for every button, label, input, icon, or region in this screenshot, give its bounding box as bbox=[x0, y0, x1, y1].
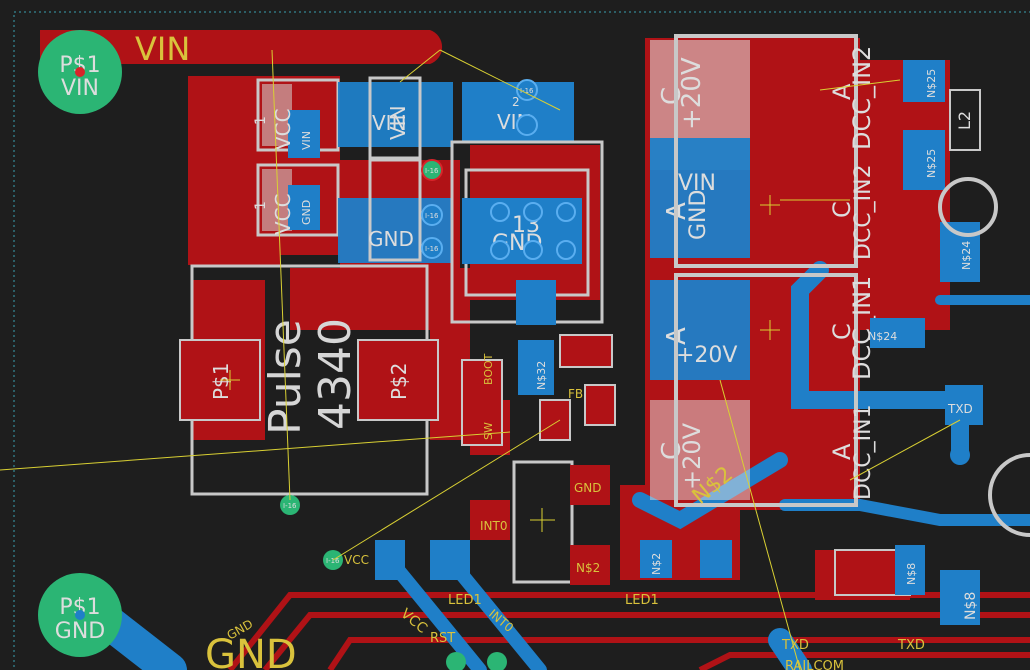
capacitor-left-2[interactable]: 1 VCC GND bbox=[253, 163, 340, 237]
component-fb[interactable]: FB bbox=[539, 334, 616, 441]
vias bbox=[280, 79, 970, 670]
regulator-ic[interactable]: 13 GND bbox=[450, 140, 604, 325]
gnd-net-label: GND bbox=[205, 632, 297, 670]
svg-text:GND: GND bbox=[368, 227, 414, 251]
component-vcc[interactable]: VCC bbox=[344, 540, 470, 580]
svg-text:GND: GND bbox=[686, 190, 711, 240]
svg-text:C: C bbox=[657, 87, 687, 105]
svg-text:N$8: N$8 bbox=[963, 592, 979, 620]
pad-p1-gnd[interactable]: P$1 GND bbox=[38, 573, 122, 657]
svg-text:VIN: VIN bbox=[300, 131, 313, 150]
origin-markers bbox=[220, 195, 780, 532]
svg-text:A: A bbox=[828, 83, 856, 100]
signal-labels: LED1 LED1 INT0 VCC RST TXD TXD RAILCOM G… bbox=[225, 593, 925, 670]
svg-text:LED1: LED1 bbox=[448, 593, 482, 608]
component-n24[interactable]: N$24 N$24 bbox=[868, 222, 980, 348]
board-outline bbox=[13, 11, 1030, 670]
copper-pour-left-2 bbox=[290, 268, 510, 455]
svg-text:+20V: +20V bbox=[678, 422, 706, 490]
svg-text:TXD: TXD bbox=[897, 638, 925, 653]
svg-text:C: C bbox=[657, 442, 687, 460]
svg-text:GND: GND bbox=[574, 481, 602, 495]
copper-pour-right-2 bbox=[860, 60, 950, 330]
right-round-component bbox=[938, 177, 1030, 537]
svg-text:LED1: LED1 bbox=[625, 593, 659, 608]
svg-text:I-16: I-16 bbox=[326, 557, 340, 565]
svg-text:GND: GND bbox=[300, 200, 313, 225]
svg-text:1: 1 bbox=[253, 116, 269, 125]
inductor-value: 4340 bbox=[310, 318, 361, 430]
component-led[interactable]: N$8 bbox=[834, 545, 925, 596]
svg-text:1: 1 bbox=[253, 201, 269, 210]
svg-text:VCC: VCC bbox=[271, 193, 295, 235]
svg-text:VCC: VCC bbox=[344, 553, 369, 567]
pad-p1-vin-net: VIN bbox=[61, 76, 99, 101]
svg-text:I-16: I-16 bbox=[520, 87, 534, 95]
svg-text:N$24: N$24 bbox=[960, 241, 973, 270]
svg-text:2: 2 bbox=[512, 95, 520, 109]
svg-text:FB: FB bbox=[568, 387, 583, 401]
ratsnest bbox=[0, 49, 961, 670]
svg-text:N$24: N$24 bbox=[868, 330, 897, 343]
svg-text:INT0: INT0 bbox=[480, 519, 507, 533]
svg-text:I-16: I-16 bbox=[283, 502, 297, 510]
svg-text:DCC_IN2: DCC_IN2 bbox=[851, 164, 876, 260]
big-capacitor-3[interactable]: A +20V bbox=[650, 280, 750, 380]
svg-text:SW: SW bbox=[482, 422, 495, 440]
component-n8[interactable]: N$8 bbox=[940, 570, 980, 625]
big-capacitor-2[interactable]: A VIN GND bbox=[650, 138, 750, 258]
svg-text:RST: RST bbox=[430, 631, 455, 646]
crystal-int0[interactable]: INT0 GND N$2 bbox=[470, 460, 610, 585]
vin-net-label: VIN bbox=[135, 30, 190, 68]
inductor-pin1: P$1 bbox=[209, 362, 233, 400]
svg-text:I-16: I-16 bbox=[425, 212, 439, 220]
capacitor-mid-vin[interactable]: VIN VIN bbox=[338, 76, 453, 160]
svg-text:C: C bbox=[828, 201, 856, 218]
via-labels: I-16 I-16 I-16 I-16 I-16 I-16 bbox=[283, 87, 534, 565]
vin-copper-trace bbox=[40, 30, 443, 64]
svg-text:N$32: N$32 bbox=[535, 361, 548, 390]
big-capacitor-4[interactable]: C +20V bbox=[650, 400, 750, 500]
component-txd[interactable]: TXD bbox=[945, 385, 983, 425]
svg-text:L2: L2 bbox=[955, 111, 974, 130]
svg-text:VIN: VIN bbox=[372, 111, 407, 135]
svg-text:TXD: TXD bbox=[781, 638, 809, 653]
svg-text:VIN: VIN bbox=[386, 105, 410, 140]
svg-text:I-16: I-16 bbox=[425, 167, 439, 175]
component-n2-bottom[interactable]: N$2 bbox=[640, 540, 732, 578]
svg-text:C: C bbox=[828, 323, 856, 340]
component-n32[interactable]: N$32 bbox=[518, 340, 554, 395]
svg-text:BOOT: BOOT bbox=[482, 353, 495, 385]
component-boot[interactable]: BOOT SW bbox=[461, 353, 503, 446]
svg-text:+20V: +20V bbox=[677, 57, 707, 130]
svg-text:A: A bbox=[828, 443, 856, 460]
big-capacitor-outlines bbox=[674, 34, 858, 507]
svg-text:N$25: N$25 bbox=[925, 69, 938, 98]
component-n25[interactable]: N$25 N$25 bbox=[903, 60, 945, 190]
svg-text:DCC_IN2: DCC_IN2 bbox=[848, 46, 876, 150]
svg-text:N$2: N$2 bbox=[650, 553, 663, 575]
inductor-pin2: P$2 bbox=[387, 362, 411, 400]
svg-text:N$25: N$25 bbox=[925, 149, 938, 178]
svg-text:I-16: I-16 bbox=[425, 245, 439, 253]
svg-text:VIN: VIN bbox=[678, 171, 716, 196]
bottom-red-traces bbox=[227, 592, 1030, 670]
svg-text:RAILCOM: RAILCOM bbox=[785, 659, 844, 670]
svg-text:TXD: TXD bbox=[947, 402, 973, 416]
svg-text:N$8: N$8 bbox=[905, 563, 918, 585]
svg-text:N$2: N$2 bbox=[576, 561, 600, 575]
pad-p1-gnd-net: GND bbox=[55, 619, 105, 644]
pad-p1-vin[interactable]: P$1 VIN bbox=[38, 30, 122, 114]
component-l2[interactable]: L2 bbox=[949, 89, 981, 151]
svg-text:+20V: +20V bbox=[676, 343, 737, 368]
svg-text:DCC_IN1: DCC_IN1 bbox=[851, 404, 876, 500]
